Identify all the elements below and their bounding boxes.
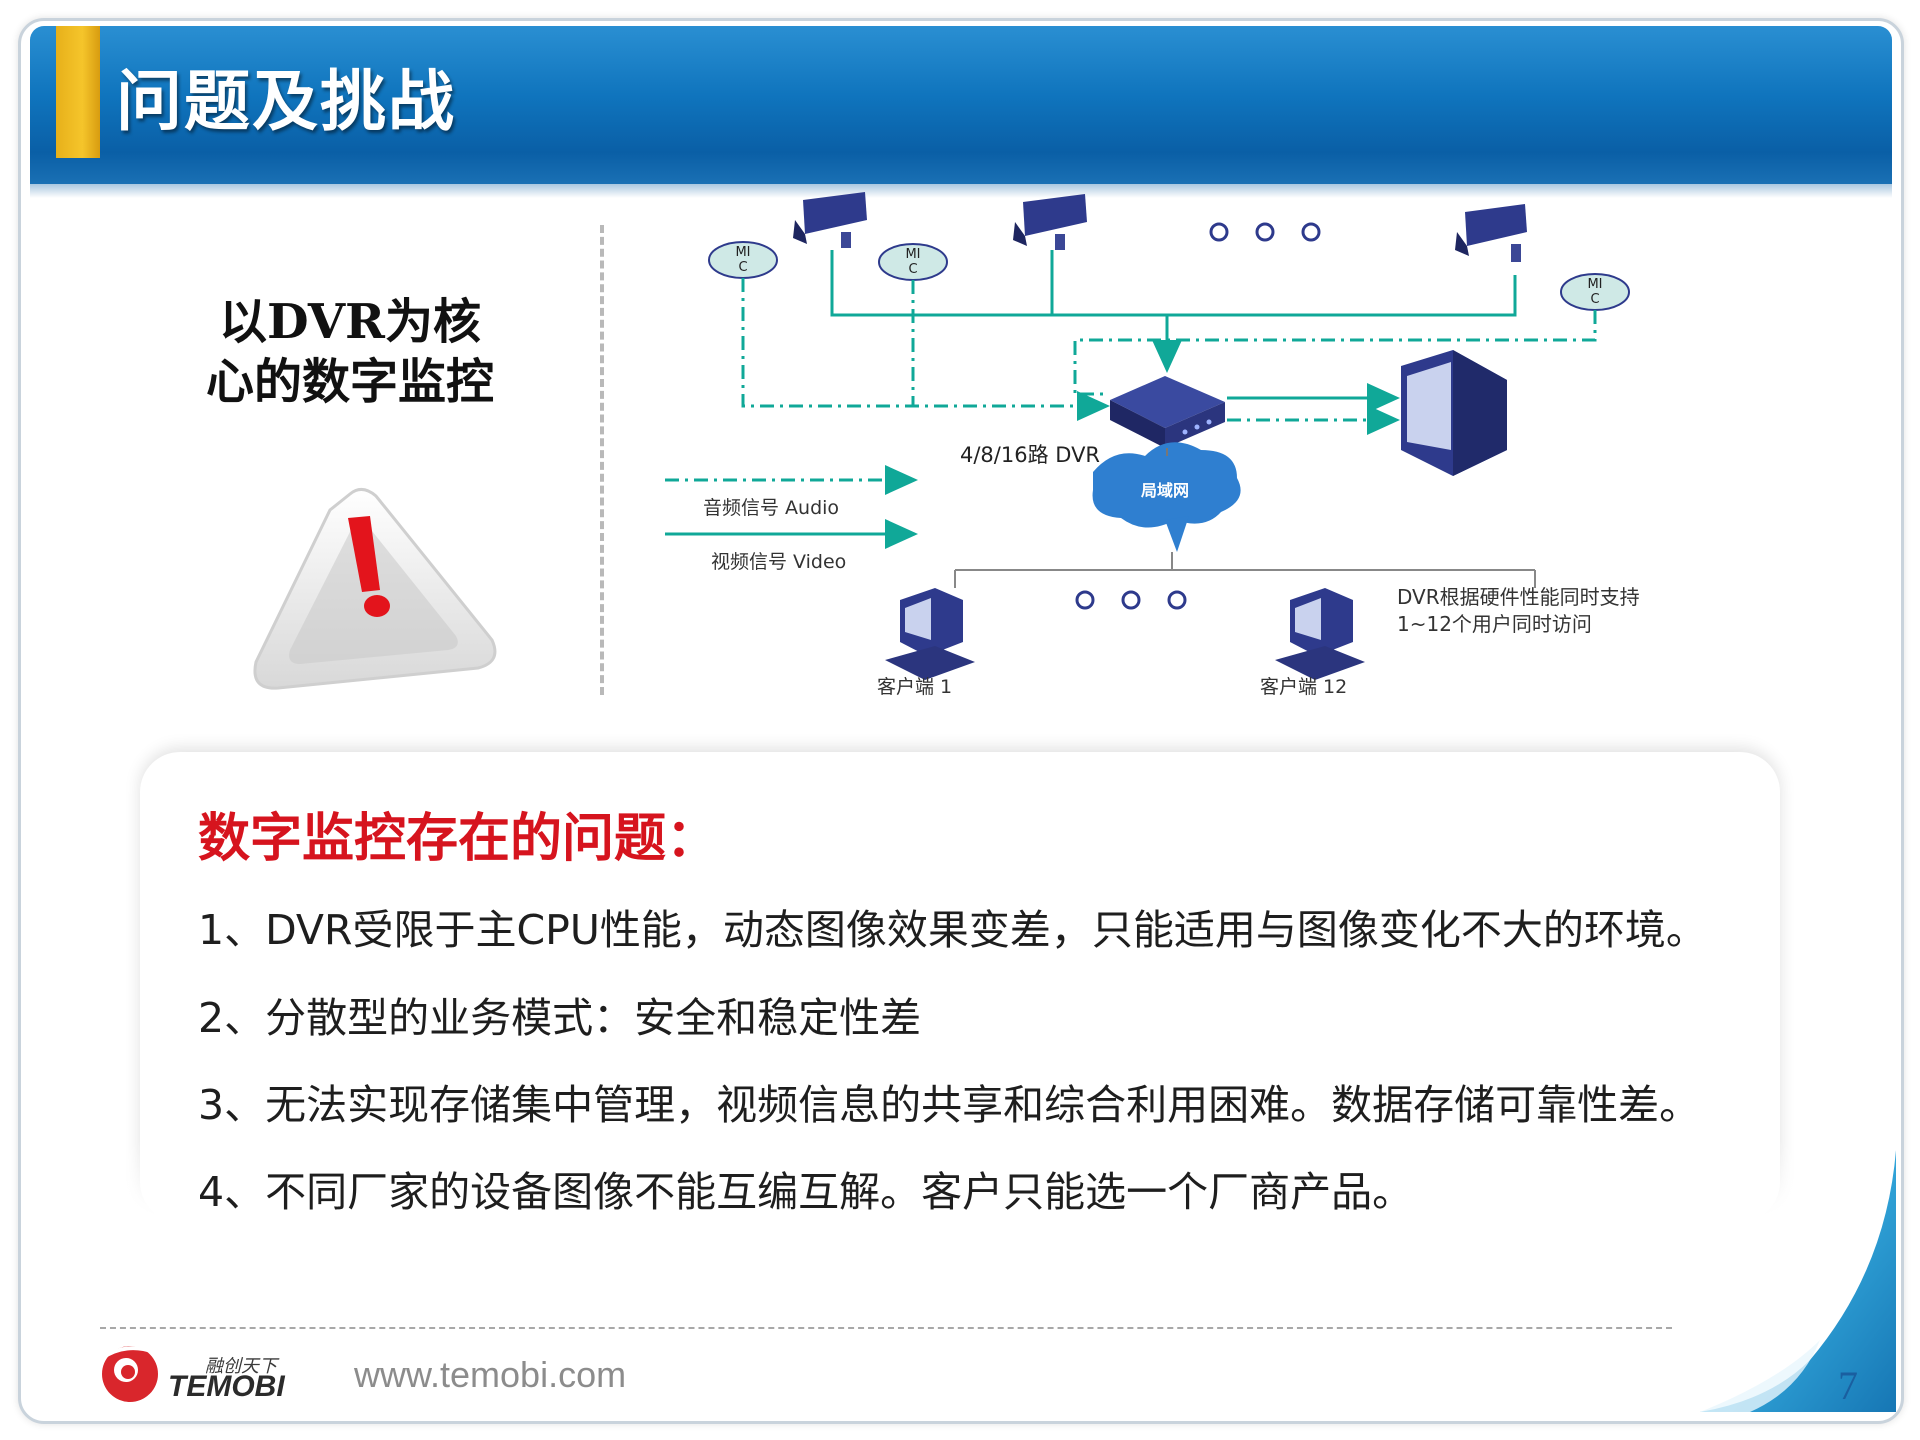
- logo-chinese-name: 融创天下: [205, 1356, 277, 1377]
- svg-text:MI: MI: [735, 245, 750, 260]
- legend-audio-label: 音频信号 Audio: [703, 497, 839, 519]
- mic-icon: MI C: [1560, 273, 1630, 311]
- page-curl-decoration: [1699, 1150, 1896, 1412]
- dvr-network-diagram: MI C MI C MI C 4/8/16路 DVR: [665, 192, 1640, 698]
- page-title: 问题及挑战: [116, 63, 456, 140]
- header-shadow: [30, 184, 1892, 198]
- problem-item: 2、分散型的业务模式：安全和稳定性差: [198, 994, 922, 1042]
- legend-video-label: 视频信号 Video: [711, 551, 846, 573]
- dvr-label: 4/8/16路 DVR: [960, 443, 1100, 467]
- svg-text:MI: MI: [905, 247, 920, 262]
- client-computer-icon: [885, 588, 975, 680]
- problem-item: 1、DVR受限于主CPU性能，动态图像效果变差，只能适用与图像变化不大的环境。: [198, 906, 1707, 954]
- svg-text:C: C: [908, 262, 917, 277]
- problems-heading: 数字监控存在的问题：: [198, 809, 719, 869]
- header-bar: [30, 26, 1892, 184]
- svg-text:MI: MI: [1587, 277, 1602, 292]
- more-clients-ellipsis: [1075, 590, 1187, 610]
- header-accent-bar: [56, 26, 100, 158]
- lan-cloud-icon: 局域网: [1092, 442, 1241, 552]
- camera-icon: [1013, 194, 1087, 250]
- footer-url: www.temobi.com: [354, 1354, 627, 1395]
- dvr-note-line-2: 1~12个用户同时访问: [1397, 612, 1592, 636]
- camera-icon: [793, 192, 867, 248]
- footer-divider: [100, 1327, 1672, 1329]
- page-number: 7: [1838, 1363, 1858, 1408]
- logo-english-name: TEMOBI: [168, 1370, 285, 1403]
- camera-icon: [1455, 204, 1527, 262]
- svg-text:C: C: [738, 260, 747, 275]
- mic-icon: MI C: [878, 243, 948, 281]
- client-1-label: 客户端 1: [877, 676, 952, 698]
- svg-text:C: C: [1590, 292, 1599, 307]
- video-signal-lines: [830, 250, 1517, 373]
- audio-signal-lines: [741, 278, 1597, 421]
- client-12-label: 客户端 12: [1260, 676, 1347, 698]
- problem-item: 3、无法实现存储集中管理，视频信息的共享和综合利用困难。数据存储可靠性差。: [198, 1081, 1701, 1129]
- temobi-logo-icon: [100, 1346, 158, 1402]
- lan-client-lines: [954, 552, 1536, 588]
- mic-icon: MI C: [708, 241, 778, 279]
- side-caption: 以DVR为核 心的数字监控: [150, 292, 550, 412]
- monitor-icon: [1401, 350, 1507, 476]
- warning-icon: [253, 488, 497, 690]
- vertical-divider: [600, 225, 604, 695]
- client-computer-icon: [1275, 588, 1365, 680]
- svg-text:局域网: 局域网: [1141, 481, 1189, 500]
- side-caption-line-1: 以DVR为核: [219, 294, 481, 350]
- problems-card-fade: [110, 1140, 1810, 1250]
- side-caption-line-2: 心的数字监控: [205, 354, 494, 410]
- problem-item: 4、不同厂家的设备图像不能互编互解。客户只能选一个厂商产品。: [198, 1168, 1414, 1216]
- dvr-note-line-1: DVR根据硬件性能同时支持: [1397, 585, 1640, 609]
- more-cameras-ellipsis: [1209, 222, 1321, 242]
- dvr-device-icon: [1110, 376, 1225, 448]
